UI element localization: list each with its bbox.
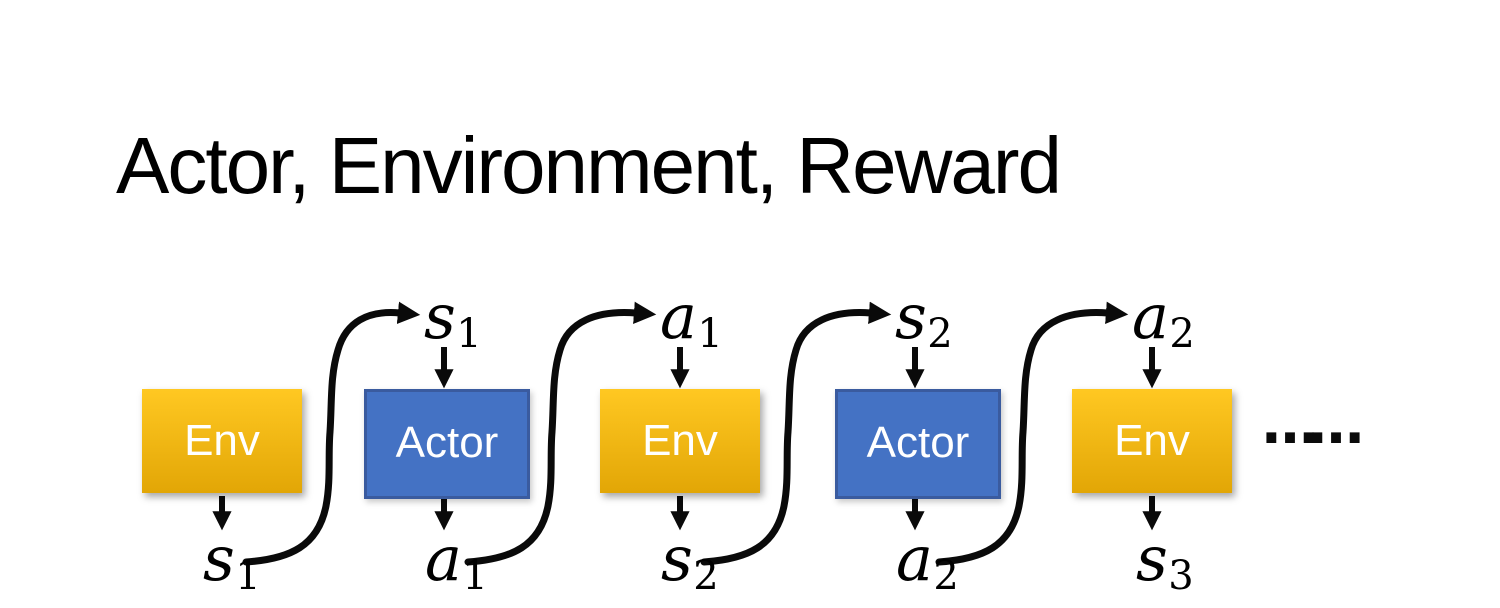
box-env-1: Env — [142, 389, 302, 493]
top-label-s2-sub: 2 — [927, 310, 953, 357]
box-env-3: Env — [1072, 389, 1232, 493]
top-label-s1-base: s — [424, 280, 456, 353]
top-label-s1: s1 — [424, 286, 482, 354]
bottom-label-a2: a2 — [896, 528, 959, 596]
top-label-s2: s2 — [895, 286, 953, 354]
top-label-a1: a1 — [660, 286, 723, 354]
top-label-a1-sub: 1 — [697, 310, 723, 357]
bottom-label-a2-base: a — [896, 522, 933, 595]
bottom-label-a2-sub: 2 — [933, 552, 959, 599]
bottom-label-s1-base: s — [203, 522, 235, 595]
bottom-label-a1-base: a — [425, 522, 462, 595]
box-env-2: Env — [600, 389, 760, 493]
bottom-label-a1-sub: 1 — [462, 552, 488, 599]
top-label-s2-base: s — [895, 280, 927, 353]
box-actor-2: Actor — [835, 389, 1001, 499]
bottom-label-s2: s2 — [661, 528, 719, 596]
bottom-label-s2-sub: 2 — [693, 552, 719, 599]
bottom-label-s3-base: s — [1136, 522, 1168, 595]
box-actor-1-label: Actor — [395, 418, 499, 467]
top-label-s1-sub: 1 — [456, 310, 482, 357]
top-label-a1-base: a — [660, 280, 697, 353]
bottom-label-s3: s3 — [1136, 528, 1194, 596]
slide-title: Actor, Environment, Reward — [116, 121, 1062, 210]
bottom-label-s3-sub: 3 — [1168, 552, 1194, 599]
top-label-a2-base: a — [1132, 280, 1169, 353]
bottom-label-s1: s1 — [203, 528, 261, 596]
bottom-label-s1-sub: 1 — [235, 552, 261, 599]
box-env-2-label: Env — [642, 416, 718, 465]
top-label-a2: a2 — [1132, 286, 1195, 354]
ellipsis-dots: …… — [1262, 392, 1364, 457]
bottom-label-s2-base: s — [661, 522, 693, 595]
box-actor-1: Actor — [364, 389, 530, 499]
box-actor-2-label: Actor — [866, 418, 970, 467]
box-env-3-label: Env — [1114, 416, 1190, 465]
bottom-label-a1: a1 — [425, 528, 488, 596]
top-label-a2-sub: 2 — [1169, 310, 1195, 357]
box-env-1-label: Env — [184, 416, 260, 465]
